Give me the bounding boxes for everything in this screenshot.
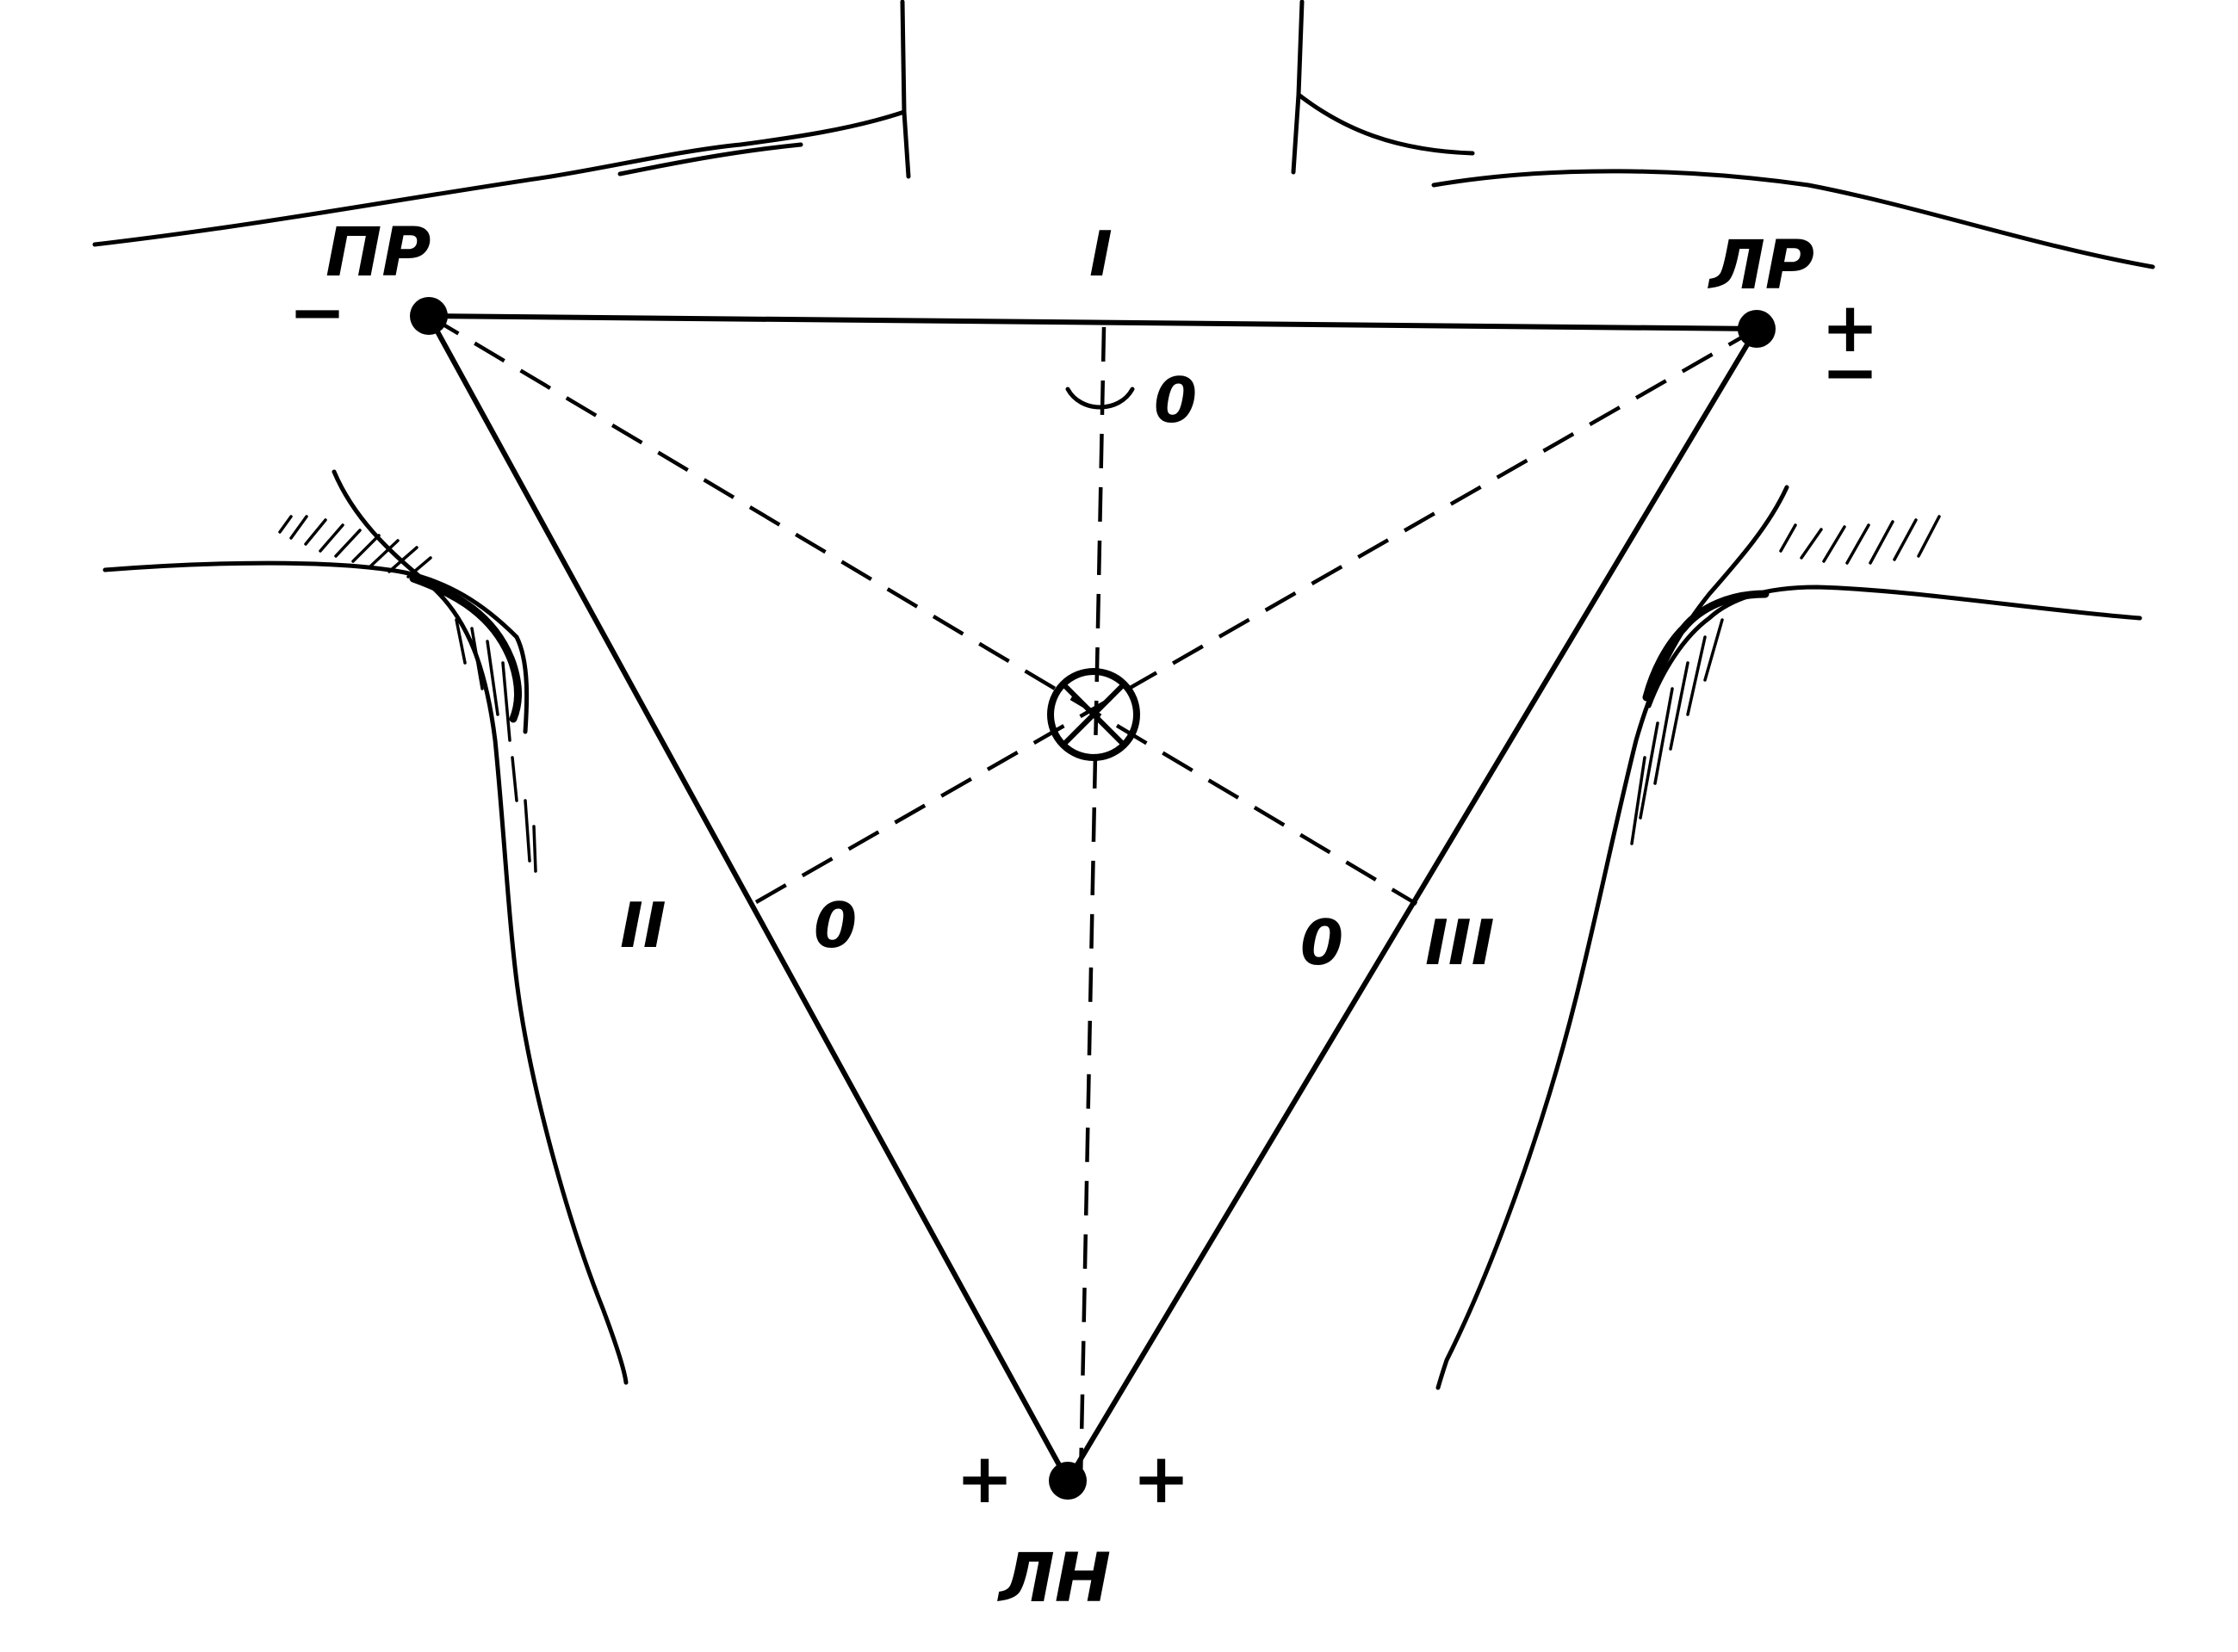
right-armpit-contour (1642, 590, 1770, 702)
neck-right-edge (1291, 0, 1305, 175)
left-shoulder-line (92, 109, 907, 247)
left-arm-top-line (102, 560, 530, 734)
einthoven-triangle (426, 313, 1759, 1483)
polarity-left-leg-left: + (956, 1439, 1014, 1519)
zero-lead-1: 0 (1154, 364, 1197, 436)
left-armpit-hatching (278, 515, 537, 873)
label-right-arm: ПР (325, 214, 431, 292)
lead-1-line (426, 313, 1759, 331)
electrode-left-leg (1049, 1462, 1087, 1500)
neck-left-edge (900, 0, 911, 179)
lead-axes (427, 314, 1758, 1482)
lead-1-zero-arc (1065, 387, 1135, 410)
label-lead-3: III (1425, 906, 1494, 979)
polarity-left-leg-right: + (1132, 1439, 1190, 1519)
lead-1-axis (1078, 326, 1107, 1482)
polarity-right-arm: − (288, 272, 346, 352)
zero-lead-2: 0 (814, 889, 857, 962)
left-shoulder-fold (617, 142, 803, 176)
label-left-leg: ЛН (997, 1540, 1111, 1618)
left-torso-side (332, 469, 629, 1385)
right-armpit-hatching (1630, 515, 1941, 845)
label-lead-1: I (1089, 218, 1113, 290)
label-lead-2: II (620, 889, 666, 962)
lead-3-line (1065, 326, 1759, 1483)
lead-3-axis (427, 314, 1418, 906)
right-torso-side (1435, 485, 1789, 1390)
heart-center-cross-b (1061, 682, 1126, 747)
heart-center-symbol (1047, 668, 1140, 761)
lead-2-axis (754, 327, 1758, 904)
electrode-right-arm (410, 297, 448, 335)
heart-center-circle (1047, 668, 1140, 761)
electrode-left-arm (1738, 310, 1776, 348)
body-outline (92, 0, 2155, 1390)
zero-lead-3: 0 (1300, 906, 1343, 979)
left-armpit-contour (409, 574, 523, 723)
polarity-left-arm-bottom: − (1821, 332, 1879, 412)
right-arm-top-line (1646, 585, 2142, 708)
lead-2-line (426, 313, 1070, 1483)
right-shoulder-line (1296, 92, 2155, 269)
label-left-arm: ЛР (1708, 227, 1814, 305)
polarity-left-arm-top: + (1821, 288, 1879, 368)
